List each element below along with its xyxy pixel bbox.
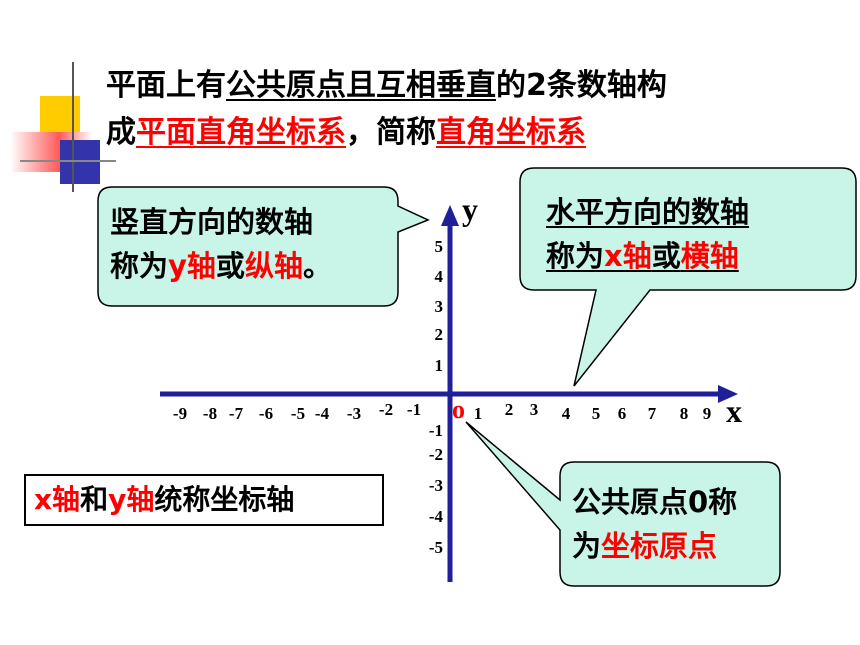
x-tick-label: -4 [315,404,330,423]
callout-origin-line-1: 公共原点0称 [572,485,738,519]
decor-blue-square [60,140,100,184]
callout-vertical-line-2: 称为y轴或纵轴。 [110,244,332,288]
x-tick-label: -8 [203,404,217,423]
callout-origin-line-2: 为坐标原点 [572,524,737,568]
y-tick-label: -3 [429,476,443,495]
callout-vertical-axis-shape [97,186,430,307]
title-underlined-phrase: 公共原点且互相垂直 [226,68,496,103]
y-tick-label: -2 [429,445,443,464]
term-vertical-axis: 纵轴 [244,249,303,283]
term-origin: 坐标原点 [601,529,718,563]
y-axis-arrow [441,205,459,226]
x-tick-label: 2 [505,400,514,419]
callout-text: 称为 [110,249,169,283]
axes-definition-box: x轴和y轴统称坐标轴 [24,474,384,526]
callout-horizontal-axis: 水平方向的数轴 称为x轴或横轴 [546,190,749,278]
callout-text: 。 [302,249,332,283]
callout-horizontal-axis-shape [519,167,857,387]
y-tick-label: 5 [435,237,444,256]
callout-text: 称为 [546,239,605,273]
x-tick-label: -1 [407,400,421,419]
x-tick-label: -7 [229,404,244,423]
title-line-2: 成平面直角坐标系，简称直角坐标系 [106,109,667,156]
x-tick-label: 5 [592,404,601,423]
x-tick-label: -3 [347,404,361,423]
callout-horizontal-line-1: 水平方向的数轴 [546,195,750,229]
title-line-1: 平面上有公共原点且互相垂直的2条数轴构 [106,62,667,109]
x-tick-label: -5 [291,404,305,423]
term-short-name: 直角坐标系 [436,115,586,150]
box-text: 统称坐标轴 [154,483,295,516]
y-tick-label: 1 [435,356,444,375]
y-axis-name: y [462,191,478,227]
x-tick-label: 3 [530,400,539,419]
term-y-axis: y轴 [168,249,216,283]
axes-definition-text: x轴和y轴统称坐标轴 [34,478,294,522]
y-tick-label: 2 [435,325,444,344]
callout-origin-shape [465,421,781,587]
x-tick-label: 8 [680,404,689,423]
x-tick-label: -6 [259,404,273,423]
y-tick-label: 3 [435,297,444,316]
origin-label: o [452,395,465,424]
x-tick-label: 7 [648,404,657,423]
x-tick-label: 6 [618,404,627,423]
term-cartesian-system: 平面直角坐标系 [136,115,346,150]
x-tick-label: 1 [474,404,483,423]
x-axis-name: x [726,393,742,429]
title-text: 平面上有 [106,68,226,103]
decor-horizontal-line [20,160,116,162]
decor-vertical-line [72,62,74,192]
callout-text: 为 [572,529,602,563]
callout-vertical-line-1: 竖直方向的数轴 [110,205,314,239]
callout-horizontal-line-2: 称为x轴或横轴 [546,234,749,278]
x-tick-label: -9 [173,404,187,423]
term-x-axis: x轴 [604,239,652,273]
y-tick-label: -5 [429,538,443,557]
x-tick-label: 4 [562,404,571,423]
y-tick-label: -1 [429,421,443,440]
callout-text: 或 [651,239,681,273]
term-y-axis: y轴 [108,483,155,516]
y-tick-labels: 5 4 3 2 1 -1 -2 -3 -4 -5 [429,237,444,557]
x-tick-label: 9 [703,404,712,423]
title-text: 的2条数轴构 [496,68,667,103]
callout-text: 或 [215,249,245,283]
term-x-axis: x轴 [34,483,81,516]
callout-origin: 公共原点0称 为坐标原点 [572,480,737,568]
page-title: 平面上有公共原点且互相垂直的2条数轴构 成平面直角坐标系，简称直角坐标系 [106,62,667,156]
callout-vertical-axis: 竖直方向的数轴 称为y轴或纵轴。 [110,200,332,288]
box-text: 和 [80,483,109,516]
x-tick-label: -2 [379,400,393,419]
y-tick-label: -4 [429,507,444,526]
y-tick-label: 4 [435,267,444,286]
title-text: ，简称 [346,115,436,150]
term-horizontal-axis: 横轴 [680,239,739,273]
x-axis-arrow [718,385,738,403]
title-text: 成 [106,115,136,150]
